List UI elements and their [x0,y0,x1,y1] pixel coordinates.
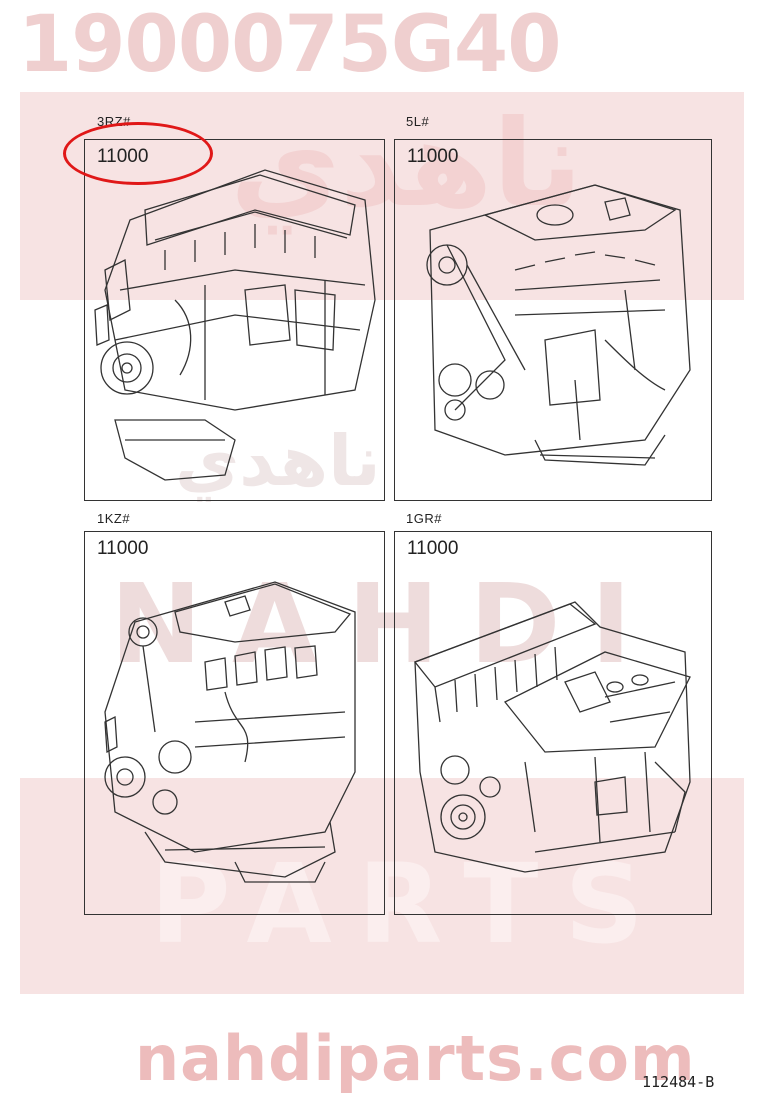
engine-label-1gr: 1GR# [406,511,442,526]
watermark-band-bottom [20,778,744,994]
watermark-arabic-text-secondary: ناهدي [175,420,381,502]
highlight-oval [63,122,213,185]
figure-code: 112484-B [642,1073,715,1091]
engine-drawing-5l [426,184,691,466]
engine-label-1kz: 1KZ# [97,511,131,526]
engine-panel-5l[interactable]: 11000 [394,139,712,501]
engine-label-5l: 5L# [406,114,430,129]
part-code: 11000 [407,538,459,559]
part-number-title: 1900075G40 [18,0,561,90]
engine-panel-1gr[interactable]: 11000 [394,531,712,915]
engine-panel-1kz[interactable]: 11000 [84,531,385,915]
watermark-brand-text: NAHDI [110,560,662,688]
engine-drawing-3rz [94,169,376,481]
part-code: 11000 [407,146,459,167]
watermark-arabic-text: ناهدي [230,95,583,234]
watermark-site-url: nahdiparts.com [135,1022,696,1095]
part-code: 11000 [97,538,149,559]
engine-panel-3rz[interactable]: 11000 [84,139,385,501]
engine-drawing-1kz [104,581,356,883]
engine-drawing-1gr [413,601,691,873]
watermark-sub-text: PARTS [150,840,670,968]
